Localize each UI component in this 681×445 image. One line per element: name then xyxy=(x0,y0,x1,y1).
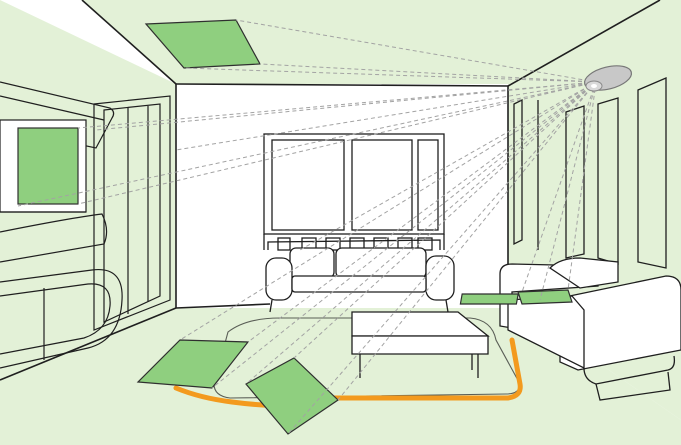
radiant-panels xyxy=(17,19,573,435)
left-wall xyxy=(0,0,176,380)
wall-shelf xyxy=(0,81,115,149)
back-sofa xyxy=(265,237,455,313)
sofa-panel-highlight xyxy=(459,293,519,305)
radiant-panel-icon xyxy=(17,127,79,205)
radiant-panel-icon xyxy=(517,289,573,305)
tv-console xyxy=(0,268,123,369)
sensor-rays xyxy=(17,19,597,435)
floor-zone xyxy=(0,300,681,445)
wall-arc xyxy=(0,213,108,263)
ceiling-sensor-icon xyxy=(583,65,633,92)
door-frame xyxy=(93,95,171,331)
right-sofa xyxy=(459,257,681,401)
coffee-table xyxy=(351,311,490,378)
